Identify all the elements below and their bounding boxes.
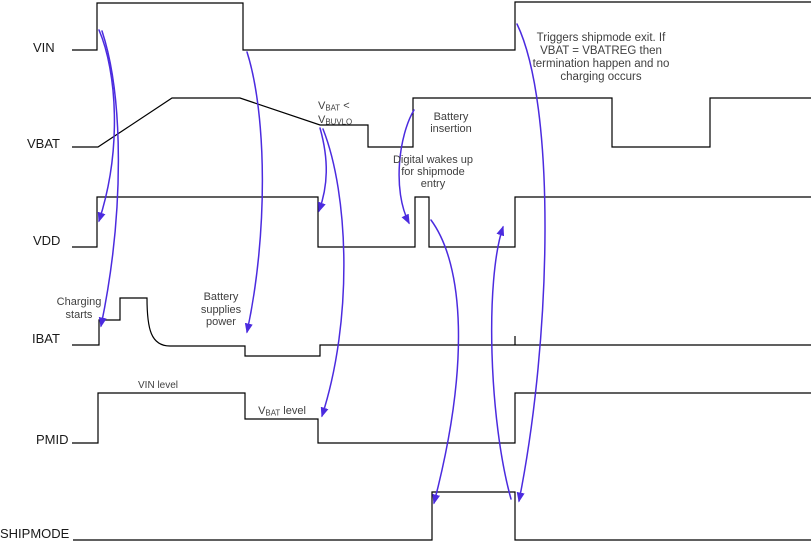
vbat-level-note: VBAT level	[258, 405, 306, 418]
arrow-vin-on-to-charging-start	[98, 30, 120, 328]
signal-label-pmid: PMID	[36, 432, 69, 447]
arrow-vin-off-to-battery-supplies	[244, 51, 264, 334]
signal-label-vbat: VBAT	[27, 136, 60, 151]
signal-vbat-waveform	[72, 97, 811, 148]
arrow-vbuvlo-to-pmid-off	[320, 128, 345, 418]
arrow-vin-on-to-shipmode-exit	[516, 23, 546, 503]
signal-shipmode-waveform	[73, 491, 811, 541]
arrow-battery-insertion-to-vdd-wakeup	[398, 109, 415, 225]
event-arrows	[97, 23, 546, 505]
vbat-below-vbuvlo-note: VBAT <VBUVLO	[318, 100, 353, 127]
signal-waveforms	[72, 1, 811, 541]
signal-vin-waveform	[72, 1, 811, 51]
signal-ibat-waveform	[72, 297, 811, 357]
arrow-shipmode-exit-to-vdd-on	[490, 225, 512, 500]
signal-vdd-waveform	[72, 196, 811, 248]
arrow-vin-on-to-vdd-rise	[97, 29, 116, 223]
signal-label-vin: VIN	[33, 40, 55, 55]
signal-pmid-waveform	[72, 392, 811, 444]
arrow-vdd-wakeup-to-shipmode-entry	[430, 219, 460, 505]
signal-label-shipmode: SHIPMODE	[0, 526, 70, 541]
signal-label-vdd: VDD	[33, 233, 61, 248]
arrow-vbuvlo-to-vdd-off	[318, 127, 327, 213]
signal-label-ibat: IBAT	[32, 331, 60, 346]
vin-level-note: VIN level	[137, 380, 179, 391]
